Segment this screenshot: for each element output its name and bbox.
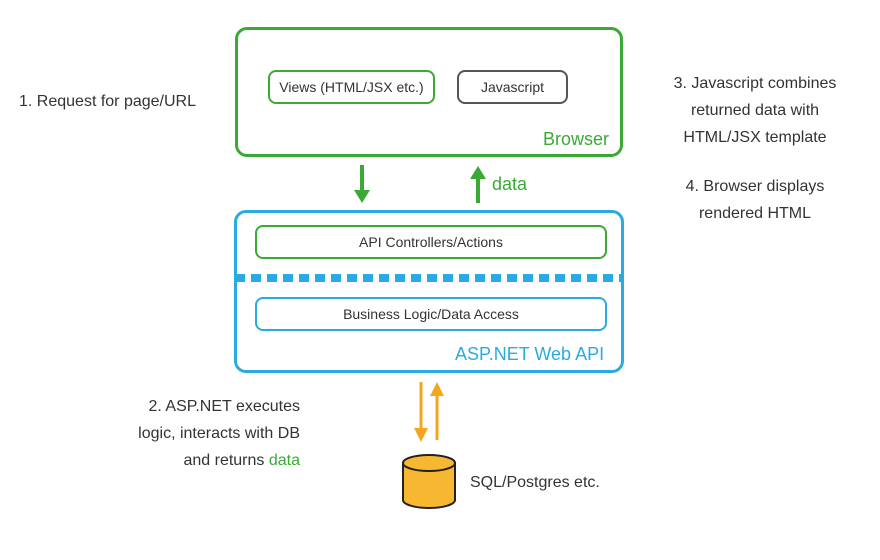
step2-line-text: and returns	[183, 452, 269, 469]
data-arrow-up	[470, 166, 486, 203]
business-logic-label: Business Logic/Data Access	[343, 306, 519, 322]
db-arrow-up	[430, 382, 444, 440]
step2-data-word: data	[268, 452, 300, 469]
views-box: Views (HTML/JSX etc.)	[268, 70, 435, 104]
step2-line: logic, interacts with DB	[138, 425, 300, 442]
business-logic-box: Business Logic/Data Access	[255, 297, 607, 331]
api-controllers-label: API Controllers/Actions	[359, 234, 503, 250]
step3-line: 3. Javascript combines	[673, 75, 837, 92]
step3-note: 3. Javascript combines returned data wit…	[650, 70, 860, 151]
step4-note: 4. Browser displays rendered HTML	[665, 173, 845, 227]
db-arrow-down	[414, 382, 428, 442]
step4-line: rendered HTML	[698, 205, 812, 222]
data-arrow-label: data	[492, 174, 528, 194]
browser-box	[235, 27, 623, 157]
step4-line: 4. Browser displays	[685, 178, 825, 195]
api-controllers-box: API Controllers/Actions	[255, 225, 607, 259]
request-arrow-down	[354, 165, 370, 203]
step2-note: 2. ASP.NET executes logic, interacts wit…	[60, 393, 300, 474]
browser-label: Browser	[543, 129, 610, 149]
views-label: Views (HTML/JSX etc.)	[279, 79, 424, 95]
step2-line: 2. ASP.NET executes	[148, 398, 301, 415]
api-box	[234, 210, 624, 373]
step1-note: 1. Request for page/URL	[19, 93, 196, 110]
step3-line: returned data with	[690, 102, 820, 119]
api-label: ASP.NET Web API	[455, 344, 605, 364]
layer-divider	[235, 274, 621, 282]
step3-line: HTML/JSX template	[683, 129, 827, 146]
database-label: SQL/Postgres etc.	[470, 474, 600, 491]
javascript-label: Javascript	[480, 79, 545, 95]
step2-line: and returns data	[60, 447, 300, 474]
database-icon	[402, 454, 456, 509]
javascript-box: Javascript	[457, 70, 568, 104]
